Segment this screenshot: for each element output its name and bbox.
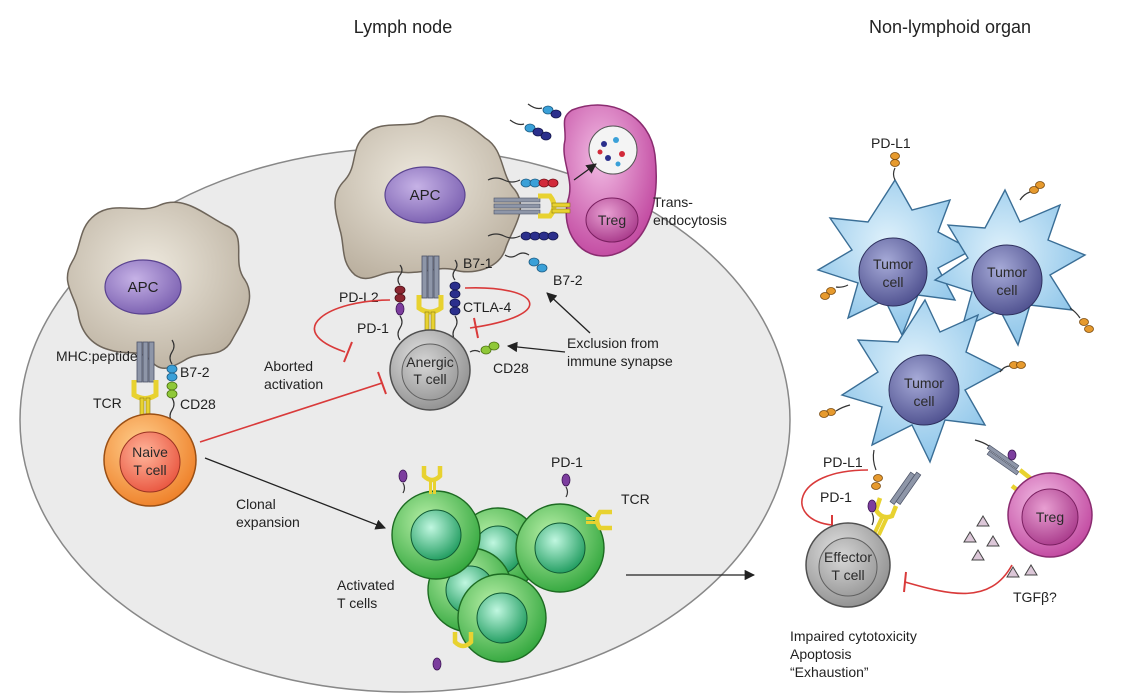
tgf-beta-triangles bbox=[963, 515, 1038, 578]
pd-1-center-icon bbox=[395, 302, 405, 341]
outcome-3: “Exhaustion” bbox=[790, 664, 869, 680]
anergic-label-2: T cell bbox=[413, 371, 446, 387]
b7-2-center-icon bbox=[504, 252, 548, 273]
mhc-center-icon bbox=[421, 255, 440, 299]
pd-l1-tumor-icons bbox=[819, 152, 1094, 490]
activated-t-cells-cluster bbox=[391, 490, 605, 663]
aborted-label-2: activation bbox=[264, 376, 323, 392]
tumor-cell-1-nucleus bbox=[858, 237, 928, 307]
ctla-4-icon bbox=[449, 298, 461, 341]
b7-2-left-icon bbox=[166, 339, 178, 382]
tumor-cell-2-nucleus bbox=[971, 244, 1043, 316]
non-lymphoid-header: Non-lymphoid organ bbox=[869, 17, 1031, 37]
b7-1-icon bbox=[449, 259, 461, 299]
mhc-peptide-label: MHC:peptide bbox=[56, 348, 138, 364]
apc-left-label: APC bbox=[128, 279, 159, 296]
tgf-beta-label: TGFβ? bbox=[1013, 589, 1057, 605]
exclusion-arrow-to-b72 bbox=[546, 292, 591, 334]
mhc-tcr-effector-icon bbox=[871, 471, 922, 536]
aborted-inhibition-bar bbox=[377, 371, 387, 395]
ctla-4-label: CTLA-4 bbox=[463, 299, 511, 315]
cd28-left-icon bbox=[166, 381, 178, 423]
mhc-tcr-treg-icon bbox=[974, 439, 1033, 495]
cd28-center-icon bbox=[469, 341, 500, 355]
exclusion-label-2: immune synapse bbox=[567, 353, 673, 369]
pd-l1-inhibition-loop bbox=[801, 469, 869, 526]
transendocytosis-arrow bbox=[573, 163, 597, 181]
treg-center-label: Treg bbox=[598, 212, 626, 228]
tumor3-label-2: cell bbox=[913, 393, 934, 409]
treg-right-label: Treg bbox=[1036, 509, 1064, 525]
activated-label-2: T cells bbox=[337, 595, 377, 611]
tcr-left-label: TCR bbox=[93, 395, 122, 411]
effector-label-1: Effector bbox=[824, 549, 872, 565]
activated-pd-1-icons bbox=[398, 469, 571, 671]
aborted-inhibition-line bbox=[199, 382, 383, 443]
outcome-2: Apoptosis bbox=[790, 646, 851, 662]
ctla-4-inhibition-loop bbox=[464, 287, 531, 329]
ctla-4-chains-treg bbox=[487, 103, 571, 241]
pd-1-right-label: PD-1 bbox=[820, 489, 852, 505]
treg-right-nucleus bbox=[1021, 488, 1079, 546]
pd-l1-right-label: PD-L1 bbox=[823, 454, 863, 470]
endosome-fragments bbox=[597, 137, 625, 167]
naive-t-cell-nucleus bbox=[119, 431, 181, 493]
tcr-activated-label: TCR bbox=[621, 491, 650, 507]
pd-l2-inhibition-loop bbox=[313, 299, 391, 353]
exclusion-arrow-to-cd28 bbox=[506, 341, 566, 353]
effector-label-2: T cell bbox=[831, 567, 864, 583]
treg-center-nucleus bbox=[585, 197, 639, 243]
pd-1-effector-icon bbox=[867, 499, 877, 526]
pd-l2-inhibition-bar bbox=[343, 341, 353, 363]
apc-center-label: APC bbox=[410, 187, 441, 204]
activated-label-1: Activated bbox=[337, 577, 395, 593]
tumor3-label-1: Tumor bbox=[904, 375, 944, 391]
tumor1-label-1: Tumor bbox=[873, 256, 913, 272]
ctla-4-inhibition-bar bbox=[473, 317, 479, 339]
pd-l2-icon bbox=[394, 264, 406, 303]
naive-label-2: T cell bbox=[133, 462, 166, 478]
tumor2-label-1: Tumor bbox=[987, 264, 1027, 280]
treg-endosome bbox=[588, 125, 638, 175]
tumor1-label-2: cell bbox=[882, 274, 903, 290]
naive-label-1: Naive bbox=[132, 444, 168, 460]
clonal-label-2: expansion bbox=[236, 514, 300, 530]
mhc-left-icon bbox=[136, 341, 155, 383]
treg-inhibition-bar bbox=[903, 571, 907, 593]
cd28-left-label: CD28 bbox=[180, 396, 216, 412]
aborted-label-1: Aborted bbox=[264, 358, 313, 374]
exclusion-label-1: Exclusion from bbox=[567, 335, 659, 351]
tumor-cell-3-nucleus bbox=[888, 354, 960, 426]
activated-tcr-icons bbox=[421, 466, 612, 649]
b7-1-label: B7-1 bbox=[463, 255, 493, 271]
pd-l1-top-label: PD-L1 bbox=[871, 135, 911, 151]
lymph-node-header: Lymph node bbox=[354, 17, 452, 37]
pd-1-center-label: PD-1 bbox=[357, 320, 389, 336]
trans-label-1: Trans- bbox=[653, 194, 693, 210]
treg-inhibition-line bbox=[904, 564, 1013, 595]
clonal-expansion-arrow bbox=[204, 457, 386, 530]
anergic-label-1: Anergic bbox=[406, 354, 453, 370]
tumor2-label-2: cell bbox=[996, 282, 1017, 298]
effector-t-cell-nucleus bbox=[818, 537, 878, 597]
cd28-center-label: CD28 bbox=[493, 360, 529, 376]
trans-label-2: endocytosis bbox=[653, 212, 727, 228]
pd-1-activated-label: PD-1 bbox=[551, 454, 583, 470]
anergic-t-cell-nucleus bbox=[401, 343, 459, 401]
outcome-1: Impaired cytotoxicity bbox=[790, 628, 917, 644]
apc-center-nucleus bbox=[384, 166, 466, 224]
b7-2-center-label: B7-2 bbox=[553, 272, 583, 288]
clonal-label-1: Clonal bbox=[236, 496, 276, 512]
apc-left-nucleus bbox=[104, 259, 182, 315]
b7-2-left-label: B7-2 bbox=[180, 364, 210, 380]
